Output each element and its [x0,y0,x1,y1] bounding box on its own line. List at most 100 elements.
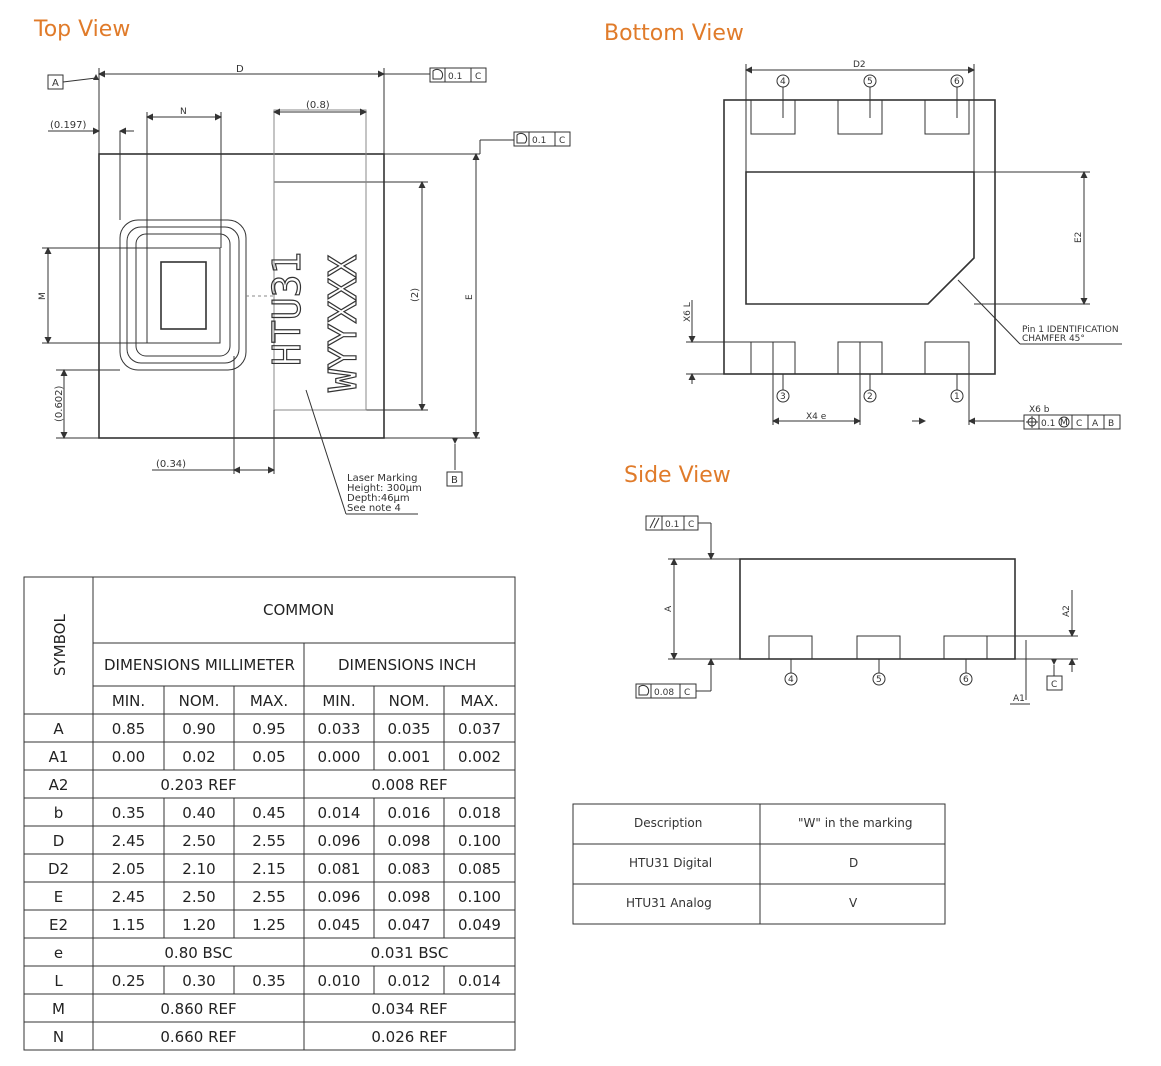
marking-row-1-w: D [849,856,858,870]
svg-text:C: C [1076,419,1082,429]
table-cell-inch: 0.001 [388,748,431,766]
marking-row-2-desc: HTU31 Analog [626,896,712,910]
table-cell-mm: 2.55 [252,832,285,850]
sensor-cavity [146,247,221,344]
table-cell-mm: 2.50 [182,888,215,906]
tolerance-frame-1 [429,67,487,83]
dim-0-197: (0.197) [50,120,87,131]
pad-5 [837,99,883,135]
svg-text:C: C [559,136,565,146]
table-row-symbol: A1 [49,748,69,766]
side-pad-5 [856,635,901,660]
table-row-inch-merged: 0.026 REF [371,1028,447,1046]
table-row-symbol: M [52,1000,65,1018]
svg-text:2: 2 [867,392,873,402]
side-pad-4 [768,635,813,660]
table-row-symbol: E2 [49,916,68,934]
svg-text:5: 5 [876,675,882,685]
svg-text:4: 4 [788,675,794,685]
marking-line-1: HTU31 [265,252,309,366]
table-cell-inch: 0.014 [318,804,361,822]
dim-A1-label: A1 [1013,694,1025,704]
table-row-symbol: D2 [48,860,69,878]
table-cell-mm: 1.25 [252,916,285,934]
table-cell-mm: 2.45 [112,832,145,850]
svg-text:5: 5 [867,77,873,87]
table-row-symbol: N [53,1028,64,1046]
sensor-die [160,261,207,330]
dim-N-label: N [180,107,187,117]
pad-1 [924,341,970,375]
dim-0-602: (0.602) [54,385,65,422]
dim-b-label: X6 b [1029,405,1050,415]
table-cell-inch: 0.000 [318,748,361,766]
svg-text:0.1: 0.1 [1041,419,1055,429]
table-cell-mm: 0.40 [182,804,215,822]
dim-2: (2) [410,288,421,302]
table-subheader-4: NOM. [389,692,430,710]
laser-note-2: Height: 300µm [347,483,422,494]
marking-row-1-desc: HTU31 Digital [629,856,712,870]
pad-6 [924,99,970,135]
pin1-note-1: Pin 1 IDENTIFICATION [1022,325,1119,335]
datum-B-label: B [451,475,458,486]
sensor-window-outer [119,219,247,371]
svg-text:3: 3 [780,392,786,402]
svg-text:C: C [688,520,694,530]
table-cell-inch: 0.035 [388,720,431,738]
dim-D2-label: D2 [853,60,866,70]
table-cell-inch: 0.047 [388,916,431,934]
dim-A2-label: A2 [1062,605,1072,617]
dim-A-label: A [664,605,674,612]
table-cell-mm: 2.55 [252,888,285,906]
table-row-inch-merged: 0.034 REF [371,1000,447,1018]
table-cell-inch: 0.096 [318,888,361,906]
table-cell-mm: 0.35 [252,972,285,990]
marking-table: Description "W" in the marking HTU31 Dig… [572,803,946,925]
table-cell-mm: 0.85 [112,720,145,738]
table-symbol-header: SYMBOL [51,614,69,676]
laser-note-4: See note 4 [347,503,401,514]
table-row-symbol: b [54,804,64,822]
table-cell-inch: 0.085 [458,860,501,878]
table-row-symbol: D [53,832,65,850]
table-cell-mm: 2.15 [252,860,285,878]
svg-text:6: 6 [963,675,969,685]
table-row-inch-merged: 0.031 BSC [371,944,449,962]
table-cell-inch: 0.018 [458,804,501,822]
svg-text:B: B [1108,419,1114,429]
datum-A-label: A [52,78,59,89]
table-cell-inch: 0.045 [318,916,361,934]
table-inch-header: DIMENSIONS INCH [338,656,476,674]
dim-0-8: (0.8) [306,100,330,111]
bottom-view: D2 4 5 6 E2 Pin 1 IDENTIFICATION CHAMFER… [683,60,1122,430]
svg-text:6: 6 [954,77,960,87]
table-cell-mm: 0.45 [252,804,285,822]
table-row-mm-merged: 0.203 REF [160,776,236,794]
svg-text:M: M [1060,418,1068,428]
table-cell-mm: 1.20 [182,916,215,934]
svg-text:A: A [1092,419,1099,429]
table-cell-mm: 2.05 [112,860,145,878]
dim-L-label: X6 L [683,302,693,322]
bottom-view-title: Bottom View [604,21,744,46]
table-subheader-5: MAX. [460,692,498,710]
table-row-inch-merged: 0.008 REF [371,776,447,794]
svg-text:0.1: 0.1 [448,72,462,82]
table-cell-inch: 0.002 [458,748,501,766]
svg-text:0.1: 0.1 [665,520,679,530]
pin1-note-2: CHAMFER 45° [1022,334,1085,344]
sensor-window-mid [126,226,240,364]
table-cell-mm: 0.30 [182,972,215,990]
table-cell-inch: 0.037 [458,720,501,738]
svg-text:0.08: 0.08 [654,688,674,698]
bottom-package-outline [723,99,996,375]
laser-note-1: Laser Marking [347,473,417,484]
table-cell-mm: 2.45 [112,888,145,906]
table-row-symbol: A [53,720,64,738]
table-common-header: COMMON [263,601,334,619]
table-cell-inch: 0.016 [388,804,431,822]
tolerance-frame-2 [513,131,571,147]
table-cell-inch: 0.010 [318,972,361,990]
